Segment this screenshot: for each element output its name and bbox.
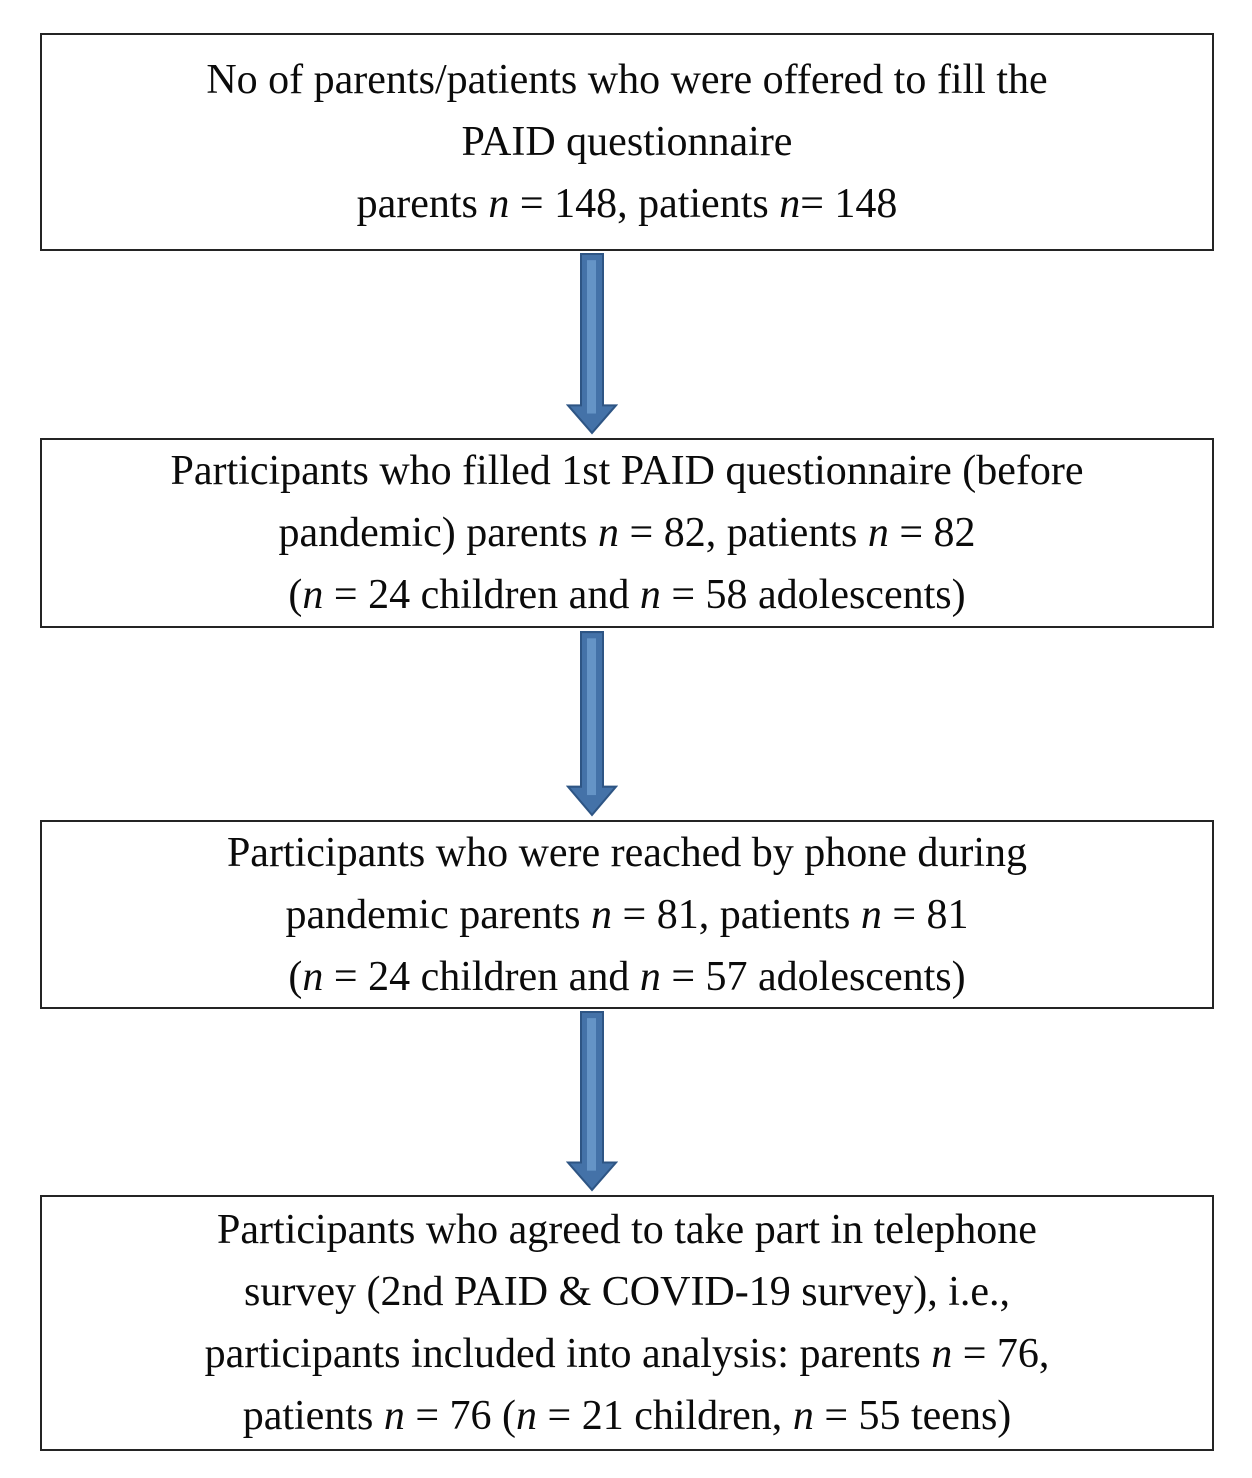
italic-n-text: n	[302, 572, 324, 618]
flow-box-text: = 57 adolescents)	[660, 953, 966, 1000]
flow-box-text: No of parents/patients who were offered …	[206, 57, 1048, 103]
flow-box-offered-questionnaire: No of parents/patients who were offered …	[40, 33, 1214, 251]
flow-box-text: = 81, patients	[612, 891, 861, 938]
flow-box-line: parents n = 148, patients n= 148	[357, 173, 898, 235]
flow-box-text: Participants who agreed to take part in …	[217, 1207, 1037, 1253]
flow-box-line: survey (2nd PAID & COVID-19 survey), i.e…	[244, 1261, 1010, 1323]
italic-n-text: n	[792, 1393, 814, 1439]
flow-box-agreed-telephone-survey: Participants who agreed to take part in …	[40, 1195, 1214, 1451]
flow-box-filled-1st-questionnaire: Participants who filled 1st PAID questio…	[40, 438, 1214, 628]
flow-box-text: = 148	[800, 181, 898, 227]
flow-box-text: (	[288, 572, 303, 618]
italic-n-text: n	[867, 510, 889, 556]
flow-box-line: (n = 24 children and n = 57 adolescents)	[288, 946, 965, 1008]
flow-box-text: = 148, patients	[509, 181, 780, 227]
flow-box-line: participants included into analysis: par…	[205, 1323, 1050, 1385]
flow-box-text: = 58 adolescents)	[660, 572, 966, 618]
flow-box-text: participants included into analysis: par…	[204, 1331, 932, 1377]
down-arrow-icon	[566, 1011, 618, 1192]
italic-n-text: n	[639, 572, 661, 618]
flow-box-text: Participants who were reached by phone d…	[226, 829, 1028, 876]
flow-box-line: Participants who agreed to take part in …	[217, 1199, 1037, 1261]
italic-n-text: n	[591, 891, 613, 938]
italic-n-text: n	[383, 1393, 405, 1439]
italic-n-text: n	[860, 891, 882, 938]
flow-box-text: PAID questionnaire	[461, 119, 793, 165]
flow-box-text: pandemic) parents	[278, 510, 599, 556]
flow-box-text: Participants who filled 1st PAID questio…	[170, 448, 1084, 494]
flow-box-line: Participants who were reached by phone d…	[227, 822, 1027, 884]
flow-box-reached-by-phone: Participants who were reached by phone d…	[40, 820, 1214, 1009]
flow-box-text: parents	[356, 181, 489, 227]
flow-box-line: (n = 24 children and n = 58 adolescents)	[288, 564, 965, 626]
flow-box-text: pandemic parents	[285, 891, 592, 938]
flow-box-text: = 24 children and	[323, 572, 640, 618]
italic-n-text: n	[779, 181, 801, 227]
flow-box-text: = 55 teens)	[813, 1393, 1012, 1439]
italic-n-text: n	[931, 1331, 953, 1377]
italic-n-text: n	[598, 510, 620, 556]
flow-box-text: = 24 children and	[323, 953, 640, 1000]
flow-box-text: = 76 (	[404, 1393, 517, 1439]
italic-n-text: n	[302, 953, 324, 1000]
italic-n-text: n	[488, 181, 510, 227]
flow-box-line: pandemic) parents n = 82, patients n = 8…	[278, 502, 975, 564]
flow-box-line: Participants who filled 1st PAID questio…	[171, 440, 1084, 502]
flow-box-line: PAID questionnaire	[462, 111, 793, 173]
italic-n-text: n	[516, 1393, 538, 1439]
flow-box-text: = 81	[881, 891, 969, 938]
down-arrow-icon	[566, 631, 618, 817]
italic-n-text: n	[639, 953, 661, 1000]
flow-box-text: (	[288, 953, 303, 1000]
flow-box-line: pandemic parents n = 81, patients n = 81	[285, 884, 968, 946]
flow-box-text: = 76,	[952, 1331, 1050, 1377]
flow-box-text: = 82, patients	[619, 510, 868, 556]
flow-box-text: = 82	[888, 510, 976, 556]
flow-box-line: No of parents/patients who were offered …	[206, 49, 1047, 111]
flow-box-text: = 21 children,	[537, 1393, 793, 1439]
down-arrow-icon	[566, 253, 618, 435]
flow-box-text: patients	[242, 1393, 384, 1439]
flow-box-line: patients n = 76 (n = 21 children, n = 55…	[243, 1385, 1012, 1447]
flow-box-text: survey (2nd PAID & COVID-19 survey), i.e…	[243, 1269, 1011, 1315]
